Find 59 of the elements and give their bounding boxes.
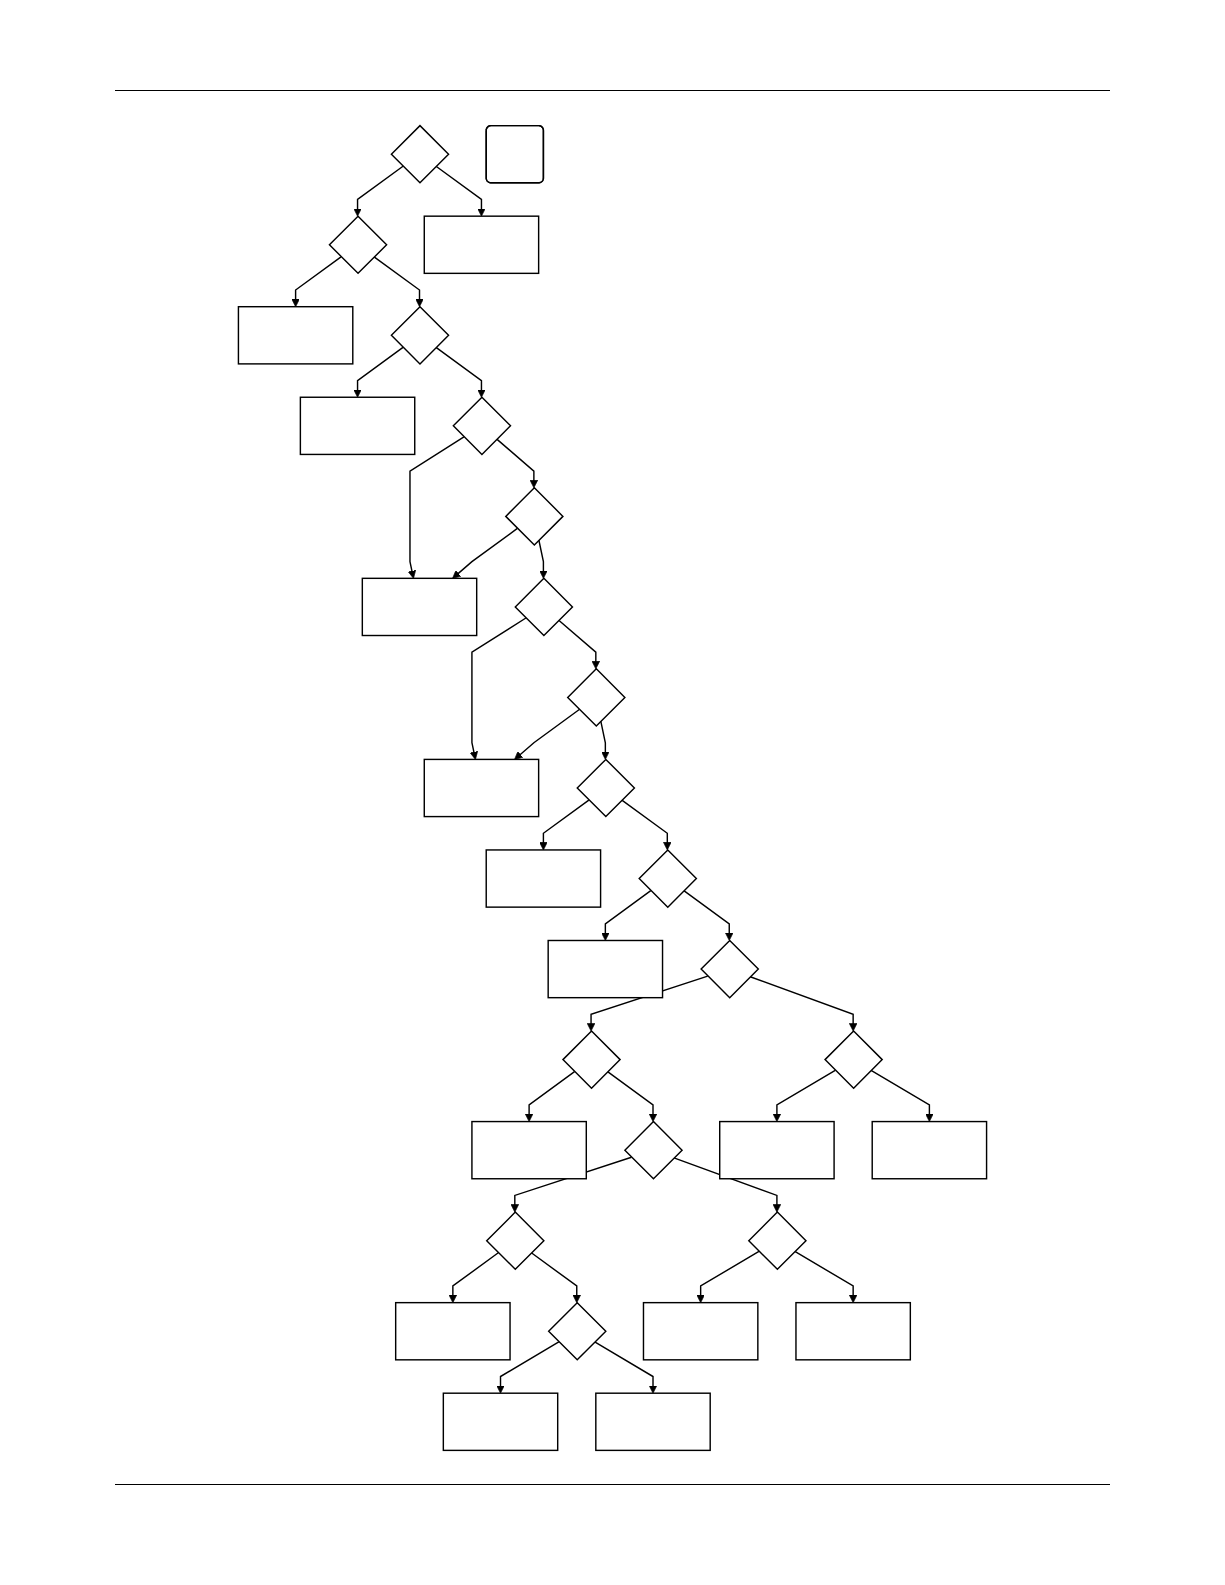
- node-diamond: [566, 667, 626, 727]
- arrow: [870, 1069, 934, 1122]
- arrow: [452, 527, 519, 579]
- node-box: [442, 1391, 559, 1451]
- node-box: [795, 1301, 912, 1361]
- node-box: [237, 305, 354, 365]
- arrow: [772, 1069, 836, 1122]
- arrow: [530, 1251, 581, 1303]
- node-diamond: [504, 486, 564, 546]
- arrow: [539, 798, 590, 850]
- node-diamond: [623, 1120, 684, 1180]
- node-diamond: [390, 305, 450, 365]
- node-box: [471, 1120, 587, 1179]
- arrow: [353, 165, 404, 217]
- arrow: [496, 437, 539, 488]
- arrow: [794, 1250, 858, 1303]
- node-diamond: [514, 576, 574, 637]
- arrow: [435, 346, 486, 398]
- node-box: [871, 1120, 988, 1179]
- arrow: [448, 1251, 499, 1303]
- arrow: [673, 1156, 782, 1212]
- node-diamond: [638, 848, 698, 908]
- arrow: [496, 1340, 560, 1394]
- node-box: [719, 1120, 835, 1179]
- node-box: [394, 1301, 511, 1361]
- arrow: [524, 1070, 576, 1122]
- arrow: [683, 889, 734, 941]
- arrow: [594, 1340, 658, 1394]
- arrow: [558, 618, 600, 669]
- node-diamond: [824, 1029, 884, 1089]
- node-box: [423, 758, 540, 817]
- node-box: [547, 939, 664, 998]
- node-diamond: [547, 1301, 607, 1361]
- node-box: [595, 1391, 711, 1451]
- node-diamond: [700, 938, 760, 999]
- arrow: [435, 165, 486, 217]
- arrow: [606, 1070, 658, 1122]
- arrow: [353, 346, 404, 398]
- arrow: [514, 708, 580, 760]
- arrow: [407, 435, 465, 579]
- node-diamond: [561, 1029, 622, 1089]
- arrow: [601, 889, 652, 941]
- arrow: [749, 975, 858, 1031]
- node-box: [423, 214, 540, 274]
- node-diamond: [576, 757, 636, 818]
- node-diamond: [328, 214, 388, 274]
- node-diamond: [485, 1210, 545, 1270]
- node-diamond: [747, 1210, 807, 1270]
- node-box: [642, 1301, 759, 1361]
- node-box: [361, 577, 478, 636]
- arrow: [696, 1250, 760, 1303]
- arrow: [373, 255, 424, 307]
- arrow: [621, 798, 672, 850]
- arrow: [469, 616, 527, 760]
- node-box: [299, 396, 416, 455]
- arrow: [291, 255, 342, 307]
- node-diamond: [390, 124, 450, 184]
- node-box: [485, 848, 602, 908]
- node-diamond: [452, 395, 512, 455]
